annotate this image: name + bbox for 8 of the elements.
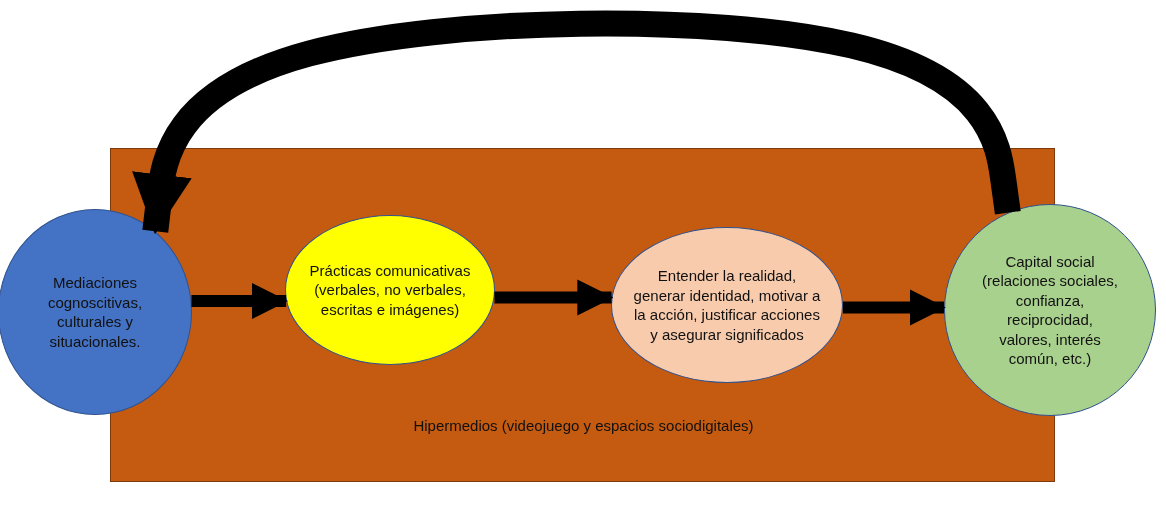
arrow [191,283,288,319]
node-label: Prácticas comunicativas (verbales, no verbales, escritas e imágenes) [308,260,472,320]
node-label: Mediaciones cognoscitivas, culturales y situacionales. [46,273,144,351]
node-label: Hipermedios (videojuego y espacios sociodigitales) [412,415,755,435]
arrow [842,289,946,326]
node-label: Entender la realidad, generar identidad, motivar a la acción, justificar acciones y asegurar significados [632,266,822,344]
arrow [494,279,614,316]
node-label: Capital social (relaciones sociales, confianza, reciprocidad, valores, interés común, etc.) [981,251,1119,369]
